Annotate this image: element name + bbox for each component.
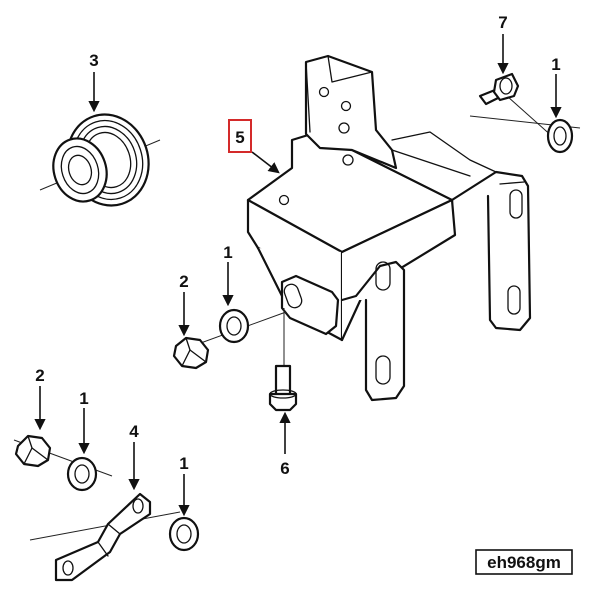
callout-1-lower-right: 1 (179, 454, 188, 473)
washer-lower-right (168, 516, 200, 552)
callout-7: 7 (498, 13, 507, 32)
highlight-box (228, 119, 252, 153)
callout-2-mid: 2 (179, 272, 188, 291)
callout-4: 4 (129, 422, 139, 441)
nut-mid (172, 336, 210, 370)
diagram-id-box (475, 549, 573, 575)
callout-3: 3 (89, 51, 98, 70)
callout-1-upper-right: 1 (551, 55, 560, 74)
callout-1-lower-left: 1 (79, 389, 88, 408)
callout-5: 5 (235, 128, 244, 147)
callout-6: 6 (280, 459, 289, 478)
washer-lower-left (66, 456, 98, 492)
callout-1-mid: 1 (223, 243, 232, 262)
nut-lower (14, 434, 52, 468)
bolt-6 (268, 364, 298, 412)
link-strap (29, 492, 181, 582)
mounting-bracket (246, 54, 532, 402)
bolt-7 (478, 72, 520, 106)
pulley (39, 113, 161, 207)
diagram-id: eh968gm (487, 553, 561, 572)
washer-mid (218, 308, 250, 344)
leader-arrows (34, 34, 562, 517)
callout-2-lower: 2 (35, 366, 44, 385)
washer-upper-right (546, 118, 574, 154)
